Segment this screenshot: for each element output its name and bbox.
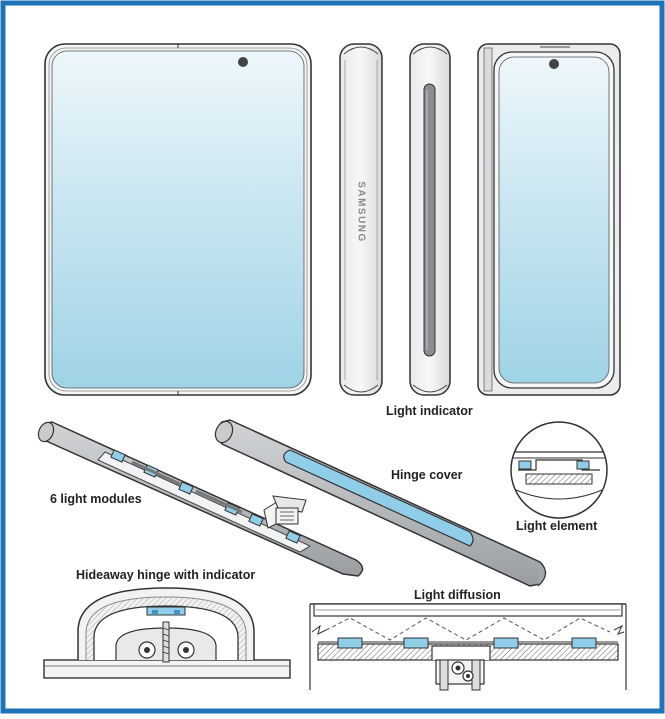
main-screen	[51, 50, 305, 389]
hinge-cover-rod	[214, 419, 547, 587]
light-modules-label: 6 light modules	[50, 492, 142, 506]
cover-camera-icon	[549, 59, 559, 69]
hinge-cover-light-window	[283, 449, 474, 547]
folded-phone-cover	[477, 43, 621, 396]
unfolded-phone-front	[44, 43, 312, 396]
diffusion-rays	[325, 617, 611, 641]
hinge-with-light-modules	[37, 421, 364, 577]
light-diffusion-section	[309, 603, 627, 691]
light-diffusion-label: Light diffusion	[414, 588, 501, 602]
diffusion-light-modules	[337, 637, 597, 649]
cover-screen	[498, 56, 610, 384]
front-camera-icon	[238, 57, 248, 67]
samsung-logo-text: SAMSUNG	[355, 181, 366, 243]
light-indicator-strip	[423, 83, 436, 357]
hinge-indicator-light	[146, 606, 186, 616]
light-element-detail	[510, 421, 608, 519]
hinge-cover-label: Hinge cover	[391, 468, 463, 482]
hideaway-hinge-label: Hideaway hinge with indicator	[76, 568, 256, 582]
light-indicator-label: Light indicator	[386, 404, 473, 418]
hideaway-hinge-section	[43, 587, 291, 679]
light-element-label: Light element	[516, 519, 598, 533]
folded-phone-side-logo: SAMSUNG	[339, 43, 383, 396]
folded-phone-hinge-side	[409, 43, 451, 396]
